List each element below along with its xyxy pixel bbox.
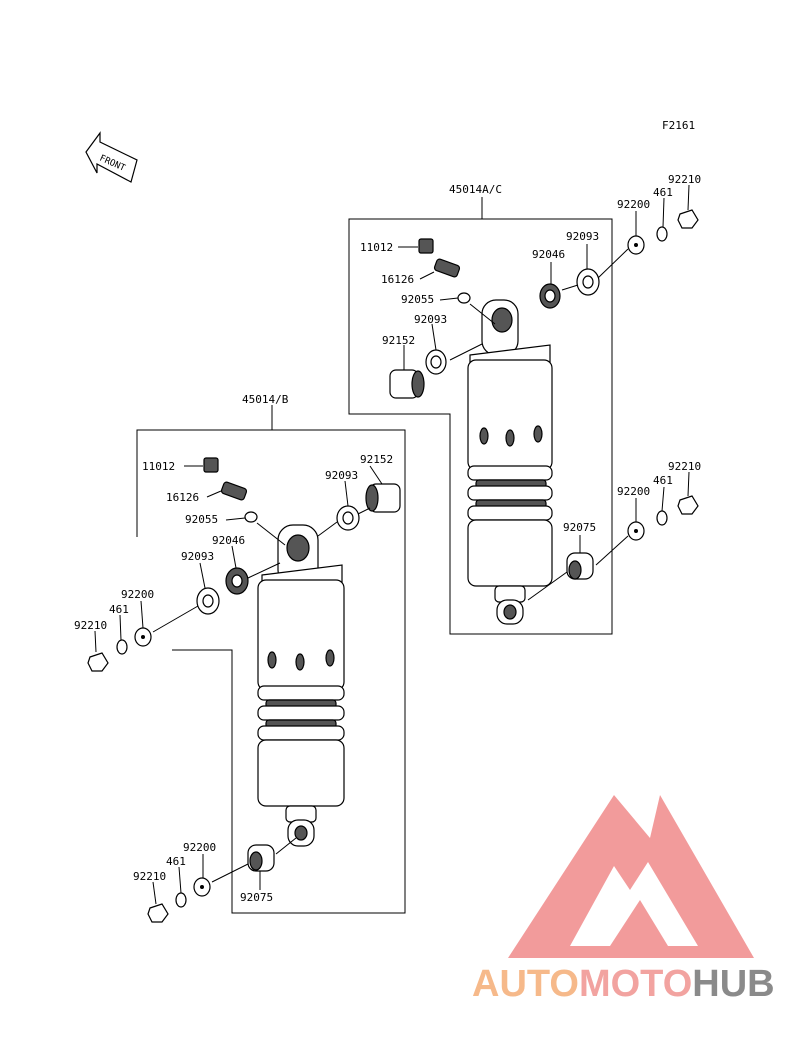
part-label: 92075 bbox=[563, 521, 596, 534]
part-92200-ac-icon bbox=[627, 235, 645, 255]
part-label: 92046 bbox=[212, 534, 245, 547]
part-label: 92046 bbox=[532, 248, 565, 261]
part-11012-ac-icon bbox=[418, 238, 434, 254]
assembly-label-ac: 45014A/C bbox=[449, 183, 502, 196]
part-label: 92210 bbox=[668, 173, 701, 186]
part-461-b-icon bbox=[116, 639, 128, 655]
automotohub-logo-icon bbox=[508, 795, 754, 958]
assembly-ac: 45014A/C bbox=[348, 173, 701, 635]
watermark-text: AUTOMOTOHUB bbox=[472, 963, 775, 1005]
part-label: 11012 bbox=[142, 460, 175, 473]
part-label: 92093 bbox=[181, 550, 214, 563]
part-16126-b-icon bbox=[220, 481, 248, 501]
part-label: 16126 bbox=[166, 491, 199, 504]
part-label: 92210 bbox=[74, 619, 107, 632]
part-92152-b-icon bbox=[365, 483, 401, 513]
figure-code: F2161 bbox=[662, 119, 695, 132]
part-92210-b2-icon bbox=[147, 903, 169, 923]
part-16126-ac-icon bbox=[433, 258, 461, 278]
part-label: 92200 bbox=[121, 588, 154, 601]
part-461-b2-icon bbox=[175, 892, 187, 908]
part-461-ac2-icon bbox=[656, 510, 668, 526]
part-92093-b2-icon bbox=[196, 587, 220, 615]
watermark-hub: HUB bbox=[692, 963, 774, 1005]
assembly-b: 45014/B bbox=[74, 393, 406, 923]
part-label: 92055 bbox=[185, 513, 218, 526]
part-92200-b2-icon bbox=[193, 877, 211, 897]
part-92093-ac-icon bbox=[425, 349, 447, 375]
part-label: 92200 bbox=[183, 841, 216, 854]
part-92093-ac2-icon bbox=[576, 268, 600, 296]
part-92093-b-icon bbox=[336, 505, 360, 531]
part-92210-b-icon bbox=[87, 652, 109, 672]
part-11012-b-icon bbox=[203, 457, 219, 473]
part-92152-ac-icon bbox=[389, 369, 425, 399]
watermark-auto: AUTO bbox=[472, 963, 579, 1005]
part-label: 92075 bbox=[240, 891, 273, 904]
part-92055-b-icon bbox=[244, 511, 258, 523]
part-label: 92200 bbox=[617, 485, 650, 498]
part-label: 92093 bbox=[566, 230, 599, 243]
part-label: 461 bbox=[109, 603, 129, 616]
part-92075-ac-icon bbox=[566, 552, 594, 580]
part-label: 461 bbox=[166, 855, 186, 868]
part-92046-ac-icon bbox=[539, 283, 561, 309]
part-92046-b-icon bbox=[225, 567, 249, 595]
part-92210-ac2-icon bbox=[677, 495, 699, 515]
part-label: 92093 bbox=[325, 469, 358, 482]
part-label: 92210 bbox=[668, 460, 701, 473]
part-label: 461 bbox=[653, 474, 673, 487]
part-92075-b-icon bbox=[247, 844, 275, 872]
part-461-ac-icon bbox=[656, 226, 668, 242]
shock-absorber-ac bbox=[467, 299, 553, 625]
assembly-label-b: 45014/B bbox=[242, 393, 289, 406]
part-92210-ac-icon bbox=[677, 209, 699, 229]
part-label: 11012 bbox=[360, 241, 393, 254]
front-arrow-icon: FRONT bbox=[85, 131, 138, 183]
part-92200-ac2-icon bbox=[627, 521, 645, 541]
part-92200-b-icon bbox=[134, 627, 152, 647]
part-label: 92093 bbox=[414, 313, 447, 326]
part-label: 16126 bbox=[381, 273, 414, 286]
part-label: 92055 bbox=[401, 293, 434, 306]
part-label: 92200 bbox=[617, 198, 650, 211]
part-label: 92152 bbox=[360, 453, 393, 466]
part-label: 92210 bbox=[133, 870, 166, 883]
shock-absorber-b bbox=[257, 524, 345, 847]
part-label: 461 bbox=[653, 186, 673, 199]
part-92055-ac-icon bbox=[457, 292, 471, 304]
part-label: 92152 bbox=[382, 334, 415, 347]
watermark-moto: MOTO bbox=[579, 963, 692, 1005]
